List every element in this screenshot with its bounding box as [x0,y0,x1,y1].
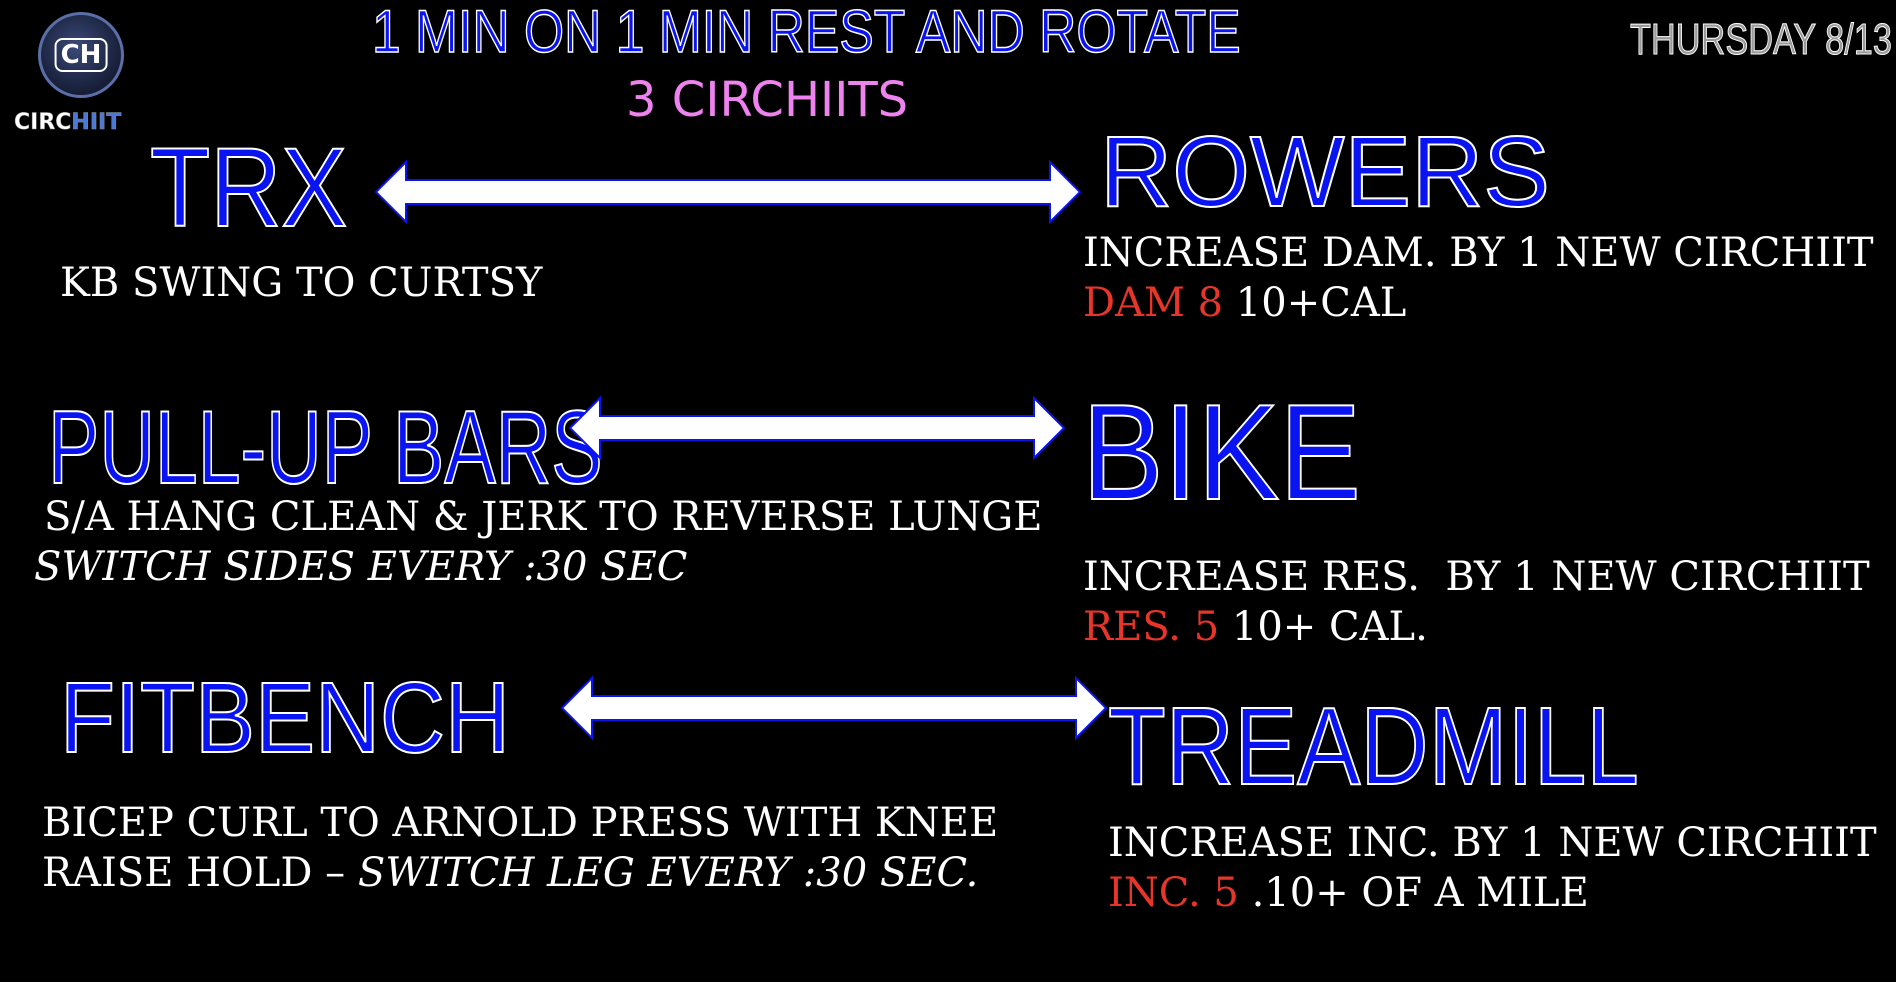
logo-monogram: CH [54,38,108,72]
fitbench-line-2-italic: SWITCH LEG EVERY :30 SEC. [357,850,979,896]
pullup-line-1: S/A HANG CLEAN & JERK TO REVERSE LUNGE [44,494,1043,540]
station-desc-rowers: INCREASE DAM. BY 1 NEW CIRCHIIT DAM 8 10… [1083,228,1874,328]
bike-line-2: RES. 5 10+ CAL. [1083,602,1870,652]
station-title-pullup-bars: PULL-UP BARS [47,390,603,506]
bike-line-1: INCREASE RES. BY 1 NEW CIRCHIIT [1083,554,1870,600]
logo-wordmark-main: CIRC [14,110,72,136]
station-title-fitbench: FITBENCH [59,662,511,774]
station-title-rowers: ROWERS [1099,116,1551,228]
station-desc-trx: KB SWING TO CURTSY [60,260,543,306]
date-label: THURSDAY 8/13 [1630,15,1893,64]
circhiit-logo: CH CIRCHIIT [14,12,154,137]
rowers-setting: DAM 8 [1083,280,1224,326]
double-arrow-icon [560,675,1108,741]
treadmill-goal: .10+ OF A MILE [1238,870,1589,916]
bike-goal: 10+ CAL. [1219,604,1428,650]
double-arrow-icon [568,395,1066,461]
station-desc-bike: INCREASE RES. BY 1 NEW CIRCHIIT RES. 5 1… [1083,552,1870,652]
bike-setting: RES. 5 [1083,604,1220,650]
page-title: 1 MIN ON 1 MIN REST AND ROTATE [371,0,1241,65]
rowers-line-2: DAM 8 10+CAL [1083,278,1874,328]
fitbench-line-1: BICEP CURL TO ARNOLD PRESS WITH KNEE [42,800,999,846]
station-desc-treadmill: INCREASE INC. BY 1 NEW CIRCHIIT INC. 5 .… [1108,818,1877,918]
page-subtitle: 3 CIRCHIITS [626,72,909,128]
treadmill-setting: INC. 5 [1108,870,1239,916]
station-desc-pullup-bars: S/A HANG CLEAN & JERK TO REVERSE LUNGE S… [34,492,1042,592]
logo-wordmark: CIRCHIIT [14,110,122,136]
logo-wordmark-highlight: HIIT [71,110,122,136]
logo-badge: CH [38,12,124,98]
treadmill-line-2: INC. 5 .10+ OF A MILE [1108,868,1877,918]
double-arrow-icon [374,159,1082,225]
pullup-line-2: SWITCH SIDES EVERY :30 SEC [34,544,688,590]
station-title-trx: TRX [149,125,348,250]
fitbench-line-2-plain: RAISE HOLD – [42,850,358,896]
fitbench-line-2: RAISE HOLD – SWITCH LEG EVERY :30 SEC. [42,848,998,898]
station-desc-fitbench: BICEP CURL TO ARNOLD PRESS WITH KNEE RAI… [42,798,998,898]
station-title-treadmill: TREADMILL [1107,685,1640,808]
rowers-goal: 10+CAL [1223,280,1407,326]
rowers-line-1: INCREASE DAM. BY 1 NEW CIRCHIIT [1083,230,1874,276]
treadmill-line-1: INCREASE INC. BY 1 NEW CIRCHIIT [1108,820,1877,866]
station-title-bike: BIKE [1081,376,1362,528]
